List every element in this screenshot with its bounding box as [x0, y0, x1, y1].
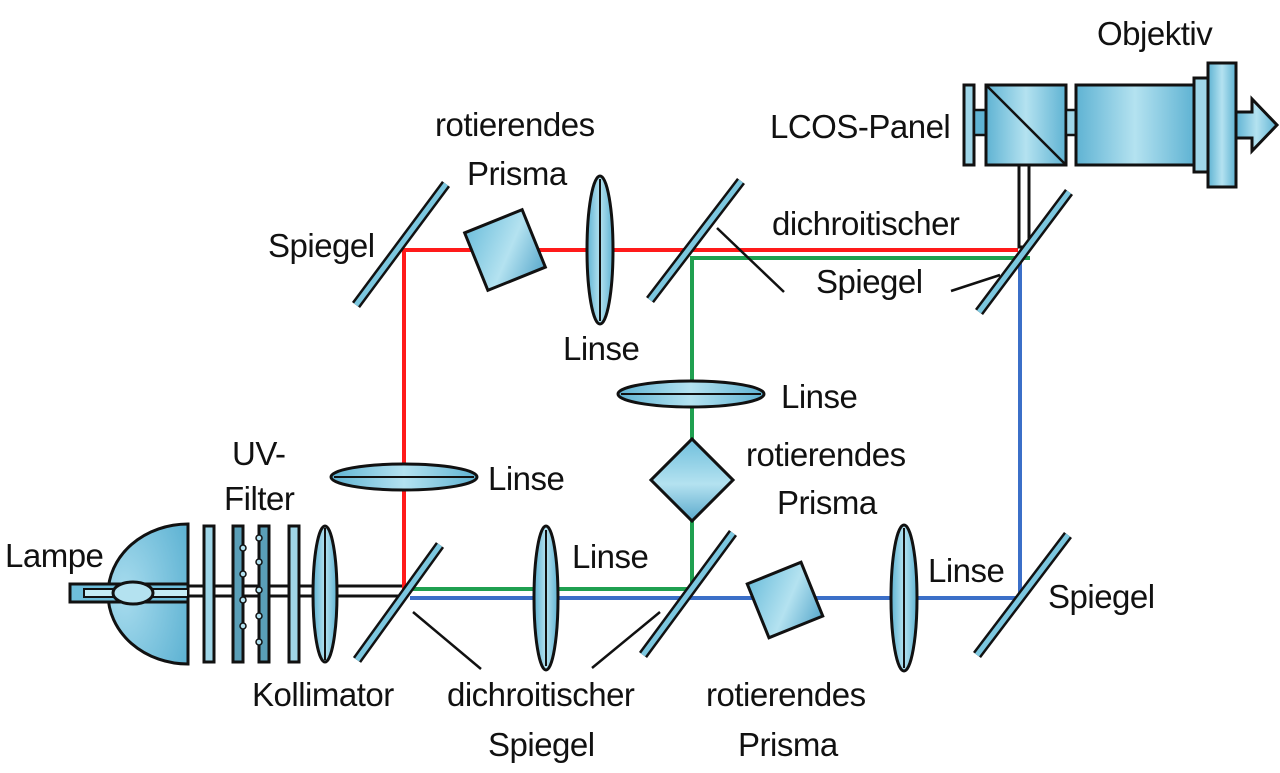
lens-mid-center: [616, 379, 766, 409]
polarizing-beam-splitter: [984, 83, 1068, 167]
mirror-top-left: [351, 181, 451, 308]
dichroic-mirror-top-right: [975, 189, 1073, 315]
combined-light-beam: [1017, 163, 1031, 249]
label-prisma-mid-line2: Prisma: [777, 484, 878, 521]
label-linse-mid-left: Linse: [488, 460, 564, 497]
uv-filter: [202, 524, 301, 664]
label-linse-bottom-left: Linse: [572, 538, 648, 575]
lens-mid-left: [329, 462, 479, 492]
output-arrow-icon: [1234, 95, 1280, 155]
objective-lens: [1064, 61, 1238, 189]
lens-bottom-left: [532, 524, 560, 672]
rotating-prism-mid: [648, 436, 736, 524]
label-lcos-panel: LCOS-Panel: [770, 108, 950, 145]
label-uv-filter-line2: Filter: [224, 480, 295, 517]
label-dichro-bottom-line2: Spiegel: [488, 726, 595, 763]
label-spiegel-bottom-right: Spiegel: [1048, 578, 1155, 615]
label-kollimator: Kollimator: [252, 676, 394, 713]
label-dichro-top-line2: Spiegel: [816, 263, 923, 300]
green-light-beam: [410, 256, 1030, 591]
lamp: [68, 522, 190, 666]
label-linse-mid-center: Linse: [781, 378, 857, 415]
dichroic-mirror-bottom-left: [352, 542, 445, 663]
label-linse-top: Linse: [563, 330, 639, 367]
mirror-bottom-right: [973, 531, 1072, 659]
label-lampe: Lampe: [5, 537, 103, 574]
label-prisma-bottom-line1: rotierendes: [706, 676, 866, 713]
lens-bottom-right: [889, 523, 919, 673]
dichroic-mirror-bottom-center: [638, 530, 738, 658]
lens-top: [585, 174, 615, 326]
blue-light-beam: [410, 262, 1022, 600]
label-prisma-mid-line1: rotierendes: [746, 436, 906, 473]
label-dichro-bottom-line1: dichroitischer: [447, 676, 635, 713]
label-prisma-bottom-line2: Prisma: [738, 726, 839, 763]
dichroic-mirror-top-center: [646, 177, 745, 304]
label-spiegel-top-left: Spiegel: [268, 227, 375, 264]
rotating-prism-top: [462, 207, 548, 293]
label-uv-filter-line1: UV-: [232, 435, 286, 472]
label-dichro-top-line1: dichroitischer: [772, 205, 960, 242]
lcos-panel: [962, 83, 988, 167]
label-objektiv: Objektiv: [1097, 15, 1213, 52]
red-light-beam: [402, 248, 1018, 591]
leader-lines: [412, 227, 1001, 670]
label-prisma-top-line2: Prisma: [467, 155, 568, 192]
label-linse-bottom-right: Linse: [928, 552, 1004, 589]
rotating-prism-bottom: [745, 560, 825, 640]
label-prisma-top-line1: rotierendes: [435, 106, 595, 143]
